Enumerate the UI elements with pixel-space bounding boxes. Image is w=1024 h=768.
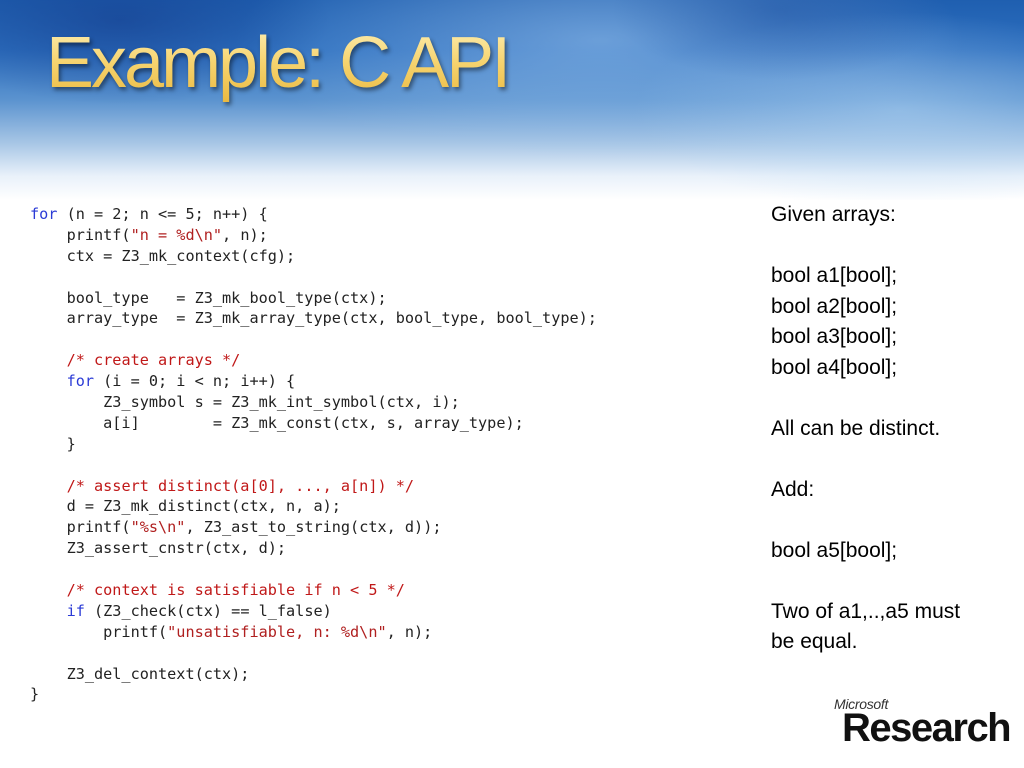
code-text (30, 372, 67, 390)
code-text: } (30, 685, 40, 704)
code-line: bool_type = Z3_mk_bool_type(ctx); (30, 288, 597, 309)
code-keyword: if (66, 601, 85, 620)
code-text: (Z3_check(ctx) == l_false) (84, 601, 332, 620)
side-notes: Given arrays: bool a1[bool]; bool a2[bool]… (771, 200, 1011, 658)
side-note-line: bool a3[bool]; (771, 325, 898, 348)
code-text: printf( (30, 225, 131, 244)
code-keyword: for (30, 205, 58, 223)
code-line: for (n = 2; n <= 5; n++) { (30, 204, 597, 225)
code-text: a[i] = Z3_mk_const(ctx, s, array_type); (30, 413, 524, 432)
microsoft-research-logo: Microsoft Research (834, 696, 1012, 752)
code-text: Z3_assert_cnstr(ctx, d); (30, 539, 287, 558)
code-text: , Z3_ast_to_string(ctx, d)); (185, 518, 442, 537)
code-comment: /* create arrays */ (66, 351, 241, 370)
code-panel: for (n = 2; n <= 5; n++) { printf("n = %… (22, 204, 750, 714)
slide-title: Example: C API (46, 23, 511, 103)
code-line (30, 267, 597, 288)
code-text: , n); (222, 225, 268, 244)
code-string: "%s\n" (130, 518, 186, 537)
code-string: "unsatisfiable, n: %d\n" (167, 622, 387, 641)
logo-brand: Microsoft (834, 696, 889, 712)
code-line: /* context is satisfiable if n < 5 */ (30, 580, 597, 601)
code-text: d = Z3_mk_distinct(ctx, n, a); (30, 497, 341, 516)
code-text: Z3_del_context(ctx); (30, 664, 250, 683)
code-text (30, 351, 67, 369)
side-note-line: All can be distinct. (771, 416, 941, 440)
code-text (30, 477, 67, 495)
code-text: (i = 0; i < n; i++) { (94, 372, 296, 391)
code-line: a[i] = Z3_mk_const(ctx, s, array_type); (30, 413, 597, 434)
code-line: } (30, 434, 597, 455)
code-string: "n = %d\n" (130, 225, 223, 244)
code-line (30, 559, 597, 580)
side-note-line: Two of a1,..,a5 must (771, 599, 961, 623)
code-line: if (Z3_check(ctx) == l_false) (30, 601, 597, 622)
code-keyword: for (66, 372, 95, 391)
side-note-line: bool a2[bool]; (771, 294, 898, 318)
code-block: for (n = 2; n <= 5; n++) { printf("n = %… (30, 204, 597, 705)
code-text: } (30, 434, 76, 453)
code-line: printf("n = %d\n", n); (30, 225, 597, 246)
code-line: /* assert distinct(a[0], ..., a[n]) */ (30, 476, 597, 497)
code-line (30, 643, 597, 664)
code-line: for (i = 0; i < n; i++) { (30, 371, 597, 392)
code-line: ctx = Z3_mk_context(cfg); (30, 246, 597, 267)
side-note-line: be equal. (771, 630, 858, 653)
side-note-line (771, 444, 1011, 475)
code-comment: /* context is satisfiable if n < 5 */ (66, 581, 405, 600)
code-text: , n); (386, 622, 433, 641)
side-note-line (771, 231, 1011, 262)
code-text: printf( (30, 518, 131, 537)
side-note-line: Given arrays: (771, 203, 896, 226)
code-comment: /* assert distinct(a[0], ..., a[n]) */ (66, 476, 415, 495)
code-text: (n = 2; n <= 5; n++) { (57, 205, 268, 223)
code-text: array_type = Z3_mk_array_type(ctx, bool_… (30, 309, 597, 328)
side-note-line (771, 566, 1011, 597)
code-line (30, 329, 597, 350)
code-text: ctx = Z3_mk_context(cfg); (30, 246, 296, 265)
code-line: array_type = Z3_mk_array_type(ctx, bool_… (30, 308, 597, 329)
side-note-line: bool a1[bool]; (771, 264, 898, 287)
code-line: printf("%s\n", Z3_ast_to_string(ctx, d))… (30, 517, 597, 538)
code-text (30, 602, 67, 620)
header-background (0, 0, 1024, 200)
side-note-line: bool a4[bool]; (771, 355, 898, 379)
code-line: Z3_symbol s = Z3_mk_int_symbol(ctx, i); (30, 392, 597, 413)
code-line: } (30, 684, 597, 705)
code-text: printf( (30, 622, 168, 641)
code-line: printf("unsatisfiable, n: %d\n", n); (30, 622, 597, 643)
side-note-line: Add: (771, 477, 815, 501)
side-note-line (771, 383, 1011, 414)
code-line: Z3_assert_cnstr(ctx, d); (30, 538, 597, 559)
code-text: bool_type = Z3_mk_bool_type(ctx); (30, 288, 387, 307)
code-text (30, 581, 67, 599)
code-line: /* create arrays */ (30, 350, 597, 371)
side-note-line (771, 505, 1011, 536)
logo-name: Research (842, 706, 1012, 750)
side-note-line: bool a5[bool]; (771, 538, 898, 562)
code-line: d = Z3_mk_distinct(ctx, n, a); (30, 496, 597, 517)
code-line: Z3_del_context(ctx); (30, 664, 597, 685)
code-line (30, 455, 597, 476)
code-text: Z3_symbol s = Z3_mk_int_symbol(ctx, i); (30, 393, 460, 412)
